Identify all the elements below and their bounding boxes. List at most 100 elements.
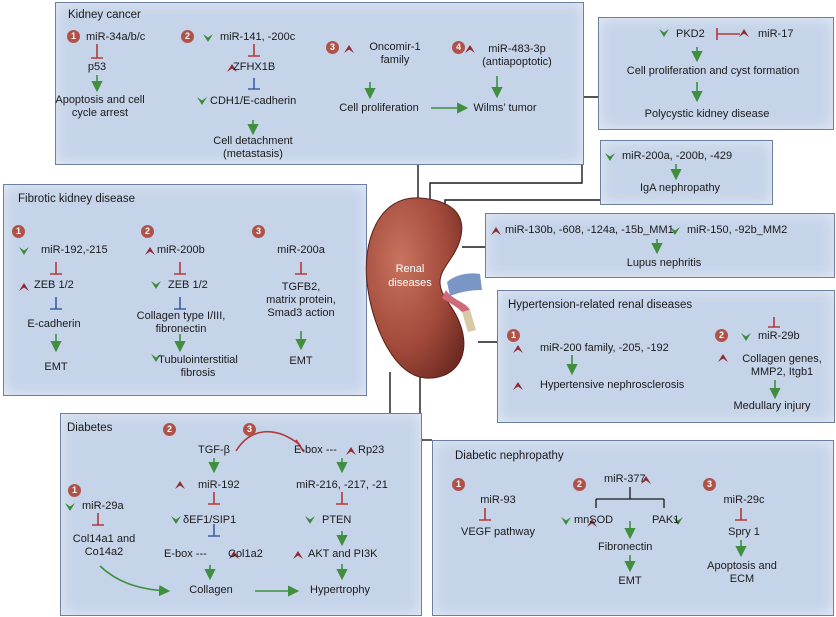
downregulated-chevron-icon <box>151 354 161 362</box>
downregulated-chevron-icon <box>659 29 669 37</box>
upregulated-chevron-icon <box>587 519 597 527</box>
kidney-illustration <box>365 197 482 379</box>
iga-mir: miR-200a, -200b, -429 <box>622 150 733 162</box>
kc-wilms: Wilms’ tumor <box>473 102 537 114</box>
upregulated-chevron-icon <box>293 551 303 559</box>
db-ebox1: E-box --- <box>164 548 207 560</box>
dn-emt: EMT <box>618 575 642 587</box>
inhibition-tgfb-ebox <box>235 431 301 452</box>
diabetes-title: Diabetes <box>67 422 113 434</box>
fib-ecad: E-cadherin <box>27 318 81 330</box>
ht-mir29b: miR-29b <box>758 330 800 342</box>
kc-oncomir: Oncomir-1 family <box>369 41 421 66</box>
upregulated-chevron-icon <box>344 45 354 53</box>
kidney-cancer-step-4: 4 <box>452 41 465 54</box>
dn-pak1: PAK1 <box>652 514 680 526</box>
dn-step-2: 2 <box>573 478 586 491</box>
fib-mir200a: miR-200a <box>277 244 325 256</box>
dn-mnsod: mnSOD <box>574 514 614 526</box>
db-pten: PTEN <box>322 514 352 526</box>
dn-spry: Spry 1 <box>728 526 760 538</box>
fib-tgfb2: TGFB2, matrix protein, Smad3 action <box>266 281 336 319</box>
fibrotic-step-1: 1 <box>12 225 25 238</box>
iga-disease: IgA nephropathy <box>639 182 721 194</box>
fib-emt-a: EMT <box>44 361 68 373</box>
upregulated-chevron-icon <box>641 476 651 484</box>
upregulated-chevron-icon <box>346 447 356 455</box>
downregulated-chevron-icon <box>19 247 29 255</box>
dn-mir29c: miR-29c <box>723 494 765 506</box>
hypertension-step-2: 2 <box>715 329 728 342</box>
fibrotic-step-3: 3 <box>252 225 265 238</box>
kc-cdh1: CDH1/E-cadherin <box>210 95 297 107</box>
db-collagen: Collagen <box>189 584 233 596</box>
kidney-cancer-step-1: 1 <box>67 30 80 43</box>
pkd-pkd2: PKD2 <box>676 28 705 40</box>
upregulated-chevron-icon <box>739 29 749 37</box>
db-mir216: miR-216, -217, -21 <box>296 479 388 491</box>
db-ebox2: E-box --- <box>294 444 337 456</box>
panel-iga <box>600 140 773 205</box>
kidney-cancer-step-2: 2 <box>181 30 194 43</box>
center-label: Renal diseases <box>388 263 432 289</box>
hypertension-step-1: 1 <box>507 329 520 342</box>
downregulated-chevron-icon <box>305 516 315 524</box>
upregulated-chevron-icon <box>718 354 728 362</box>
downregulated-chevron-icon <box>605 153 615 161</box>
ht-medullary: Medullary injury <box>733 400 811 412</box>
panel-polycystic <box>598 17 834 130</box>
panel-fibrotic <box>3 184 367 396</box>
fib-zeb-a: ZEB 1/2 <box>34 279 74 291</box>
arrow-db-col14-collagen <box>99 565 171 597</box>
dn-title: Diabetic nephropathy <box>455 450 564 462</box>
upregulated-chevron-icon <box>19 283 29 291</box>
upregulated-chevron-icon <box>513 382 523 390</box>
db-tgfb: TGF-β <box>198 444 230 456</box>
panel-diabetic-nephropathy <box>432 440 834 616</box>
panel-hypertension <box>497 290 835 423</box>
ht-genes: Collagen genes, MMP2, Itgb1 <box>742 353 822 378</box>
kidney-cancer-title: Kidney cancer <box>68 9 141 21</box>
kc-mir483: miR-483-3p (antiapoptotic) <box>482 43 552 68</box>
db-akt: AKT and PI3K <box>308 548 378 560</box>
dn-fibro: Fibronectin <box>598 541 653 553</box>
inhibition-tgfb-ebox-bar <box>295 439 305 453</box>
lupus-disease: Lupus nephritis <box>626 257 702 269</box>
pkd-mir17: miR-17 <box>758 28 794 40</box>
ht-mir200: miR-200 family, -205, -192 <box>540 342 669 354</box>
upregulated-chevron-icon <box>145 247 155 255</box>
downregulated-chevron-icon <box>151 281 161 289</box>
fib-collagen: Collagen type I/III, fibronectin <box>136 310 226 335</box>
upregulated-chevron-icon <box>513 345 523 353</box>
diabetes-step-2: 2 <box>163 423 176 436</box>
kc-zfhx1b: ZFHX1B <box>233 61 276 73</box>
kidney-cancer-step-3: 3 <box>326 41 339 54</box>
diabetes-step-3: 3 <box>243 423 256 436</box>
connector-pkd <box>429 96 598 210</box>
upregulated-chevron-icon <box>229 551 239 559</box>
upregulated-chevron-icon <box>227 64 237 72</box>
dn-mir377: miR-377 <box>604 473 646 485</box>
lupus-mir-down: miR-150, -92b_MM2 <box>687 224 788 236</box>
downregulated-chevron-icon <box>197 97 207 105</box>
dn-vegf: VEGF pathway <box>461 526 535 538</box>
fib-tubulo: Tubulointerstitial fibrosis <box>158 354 238 379</box>
upregulated-chevron-icon <box>491 227 501 235</box>
pkd-disease: Polycystic kidney disease <box>644 108 770 120</box>
downregulated-chevron-icon <box>171 516 181 524</box>
kc-detach: Cell detachment (metastasis) <box>213 135 293 160</box>
db-col14: Col14a1 and Co14a2 <box>72 533 136 558</box>
db-rp23: Rp23 <box>358 444 385 456</box>
panel-kidney-cancer <box>55 2 584 165</box>
db-mir192: miR-192 <box>198 479 240 491</box>
diabetes-step-1: 1 <box>68 484 81 497</box>
ht-nephro: Hypertensive nephrosclerosis <box>540 379 685 391</box>
kc-prolif: Cell proliferation <box>339 102 419 114</box>
db-def1: δEF1/SIP1 <box>183 514 237 526</box>
pkd-prolif: Cell proliferation and cyst formation <box>626 65 800 77</box>
fib-mir192: miR-192,-215 <box>41 244 108 256</box>
inhibitions-red <box>50 28 780 526</box>
downregulated-chevron-icon <box>741 333 751 341</box>
